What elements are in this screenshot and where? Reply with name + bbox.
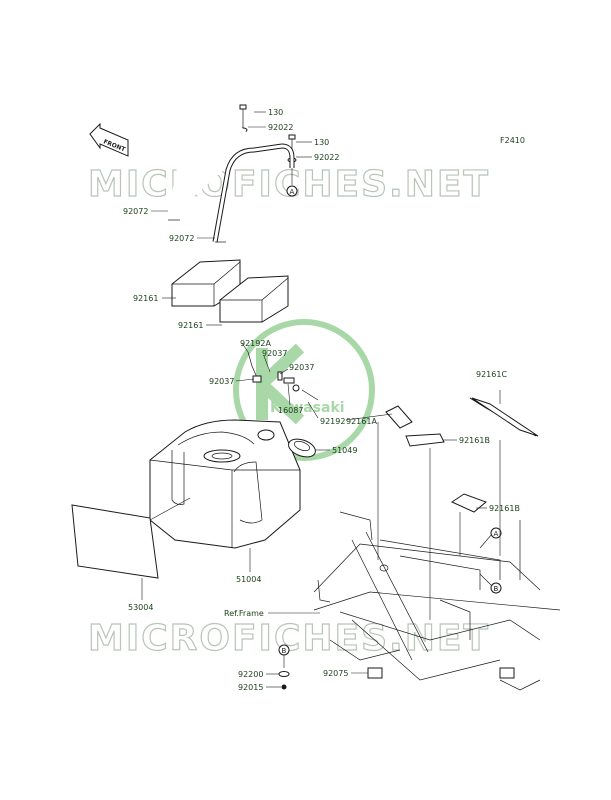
label-ref-frame: Ref.Frame bbox=[224, 609, 264, 618]
leader-lines bbox=[141, 111, 501, 688]
label-92022-right: 92022 bbox=[314, 153, 339, 162]
pad-92161b-upper bbox=[405, 433, 445, 447]
callout-b-frame: B bbox=[479, 573, 502, 594]
tank-strap-right bbox=[212, 143, 295, 243]
svg-text:B: B bbox=[494, 585, 499, 593]
label-92161a: 92161A bbox=[346, 417, 377, 426]
label-92161-right: 92161 bbox=[178, 321, 203, 330]
label-92161b-upper: 92161B bbox=[459, 436, 490, 445]
label-130-right: 130 bbox=[314, 138, 329, 147]
svg-text:A: A bbox=[494, 530, 499, 538]
label-92192: 92192 bbox=[320, 417, 345, 426]
svg-text:A: A bbox=[290, 188, 295, 196]
callout-a-frame: A bbox=[479, 527, 502, 549]
label-92192a: 92192A bbox=[240, 339, 271, 348]
watermark-top: MICROFICHES.NET bbox=[88, 164, 490, 205]
vehicle-frame bbox=[313, 511, 561, 691]
label-92075: 92075 bbox=[323, 669, 348, 678]
label-92072-right: 92072 bbox=[169, 234, 194, 243]
logo-text: Kawasaki bbox=[270, 400, 345, 416]
breather-hose-assembly bbox=[247, 351, 319, 401]
label-92037-top: 92037 bbox=[262, 349, 287, 358]
pad-92161b-lower bbox=[450, 493, 487, 513]
pad-92161c bbox=[469, 397, 539, 437]
label-53004: 53004 bbox=[128, 603, 153, 612]
watermark-bottom: MICROFICHES.NET bbox=[88, 618, 490, 659]
seal-53004 bbox=[71, 504, 159, 579]
label-92037-right: 92037 bbox=[289, 363, 314, 372]
label-92015: 92015 bbox=[238, 683, 263, 692]
callout-b-bottom: B bbox=[278, 644, 290, 690]
filler-neck bbox=[257, 429, 275, 441]
clamp-92075 bbox=[367, 667, 383, 679]
label-51049: 51049 bbox=[332, 446, 357, 455]
label-92022-top: 92022 bbox=[268, 123, 293, 132]
label-92072-left: 92072 bbox=[123, 207, 148, 216]
svg-text:B: B bbox=[282, 647, 287, 655]
pad-92161-right bbox=[219, 275, 289, 323]
front-arrow-icon: FRONT bbox=[89, 122, 129, 157]
label-92161b-lower: 92161B bbox=[489, 504, 520, 513]
tank-strap-left bbox=[166, 126, 248, 221]
label-92161-left: 92161 bbox=[133, 294, 158, 303]
label-92037-left: 92037 bbox=[209, 377, 234, 386]
diagram-code: F2410 bbox=[500, 136, 525, 145]
callout-a-top: A bbox=[286, 168, 298, 197]
fuel-tank bbox=[149, 419, 301, 549]
label-92200: 92200 bbox=[238, 670, 263, 679]
fuel-cap bbox=[288, 438, 316, 458]
label-130-top: 130 bbox=[268, 108, 283, 117]
pad-92161a bbox=[385, 405, 413, 429]
label-16087: 16087 bbox=[278, 406, 303, 415]
label-51004: 51004 bbox=[236, 575, 261, 584]
label-92161c: 92161C bbox=[476, 370, 507, 379]
kawasaki-logo: Kawasaki bbox=[233, 319, 375, 461]
